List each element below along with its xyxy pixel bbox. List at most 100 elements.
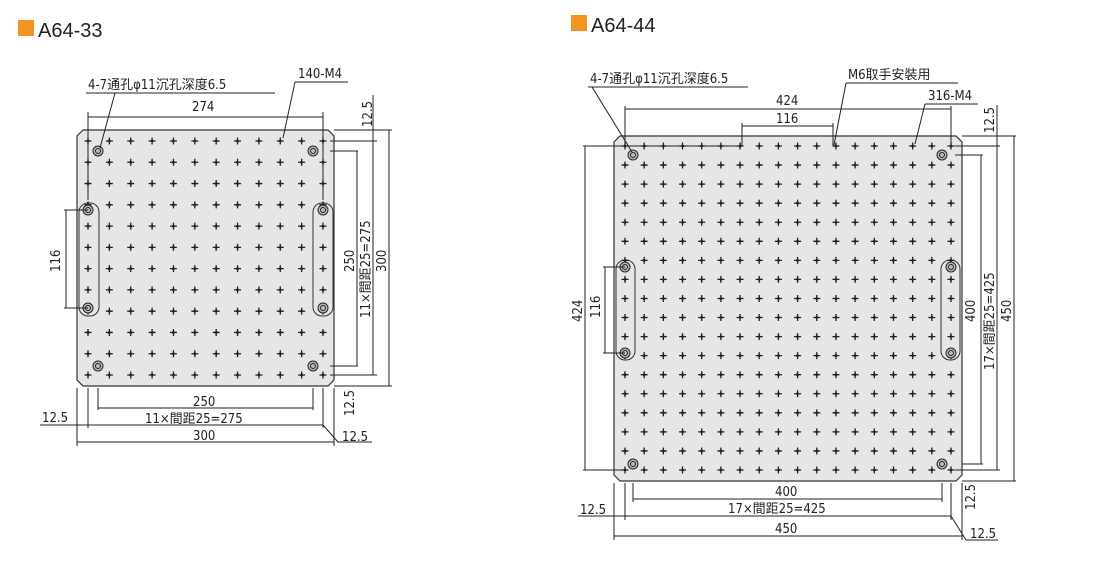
tap-hole-center: [150, 224, 154, 228]
counterbore-hole: [317, 302, 329, 314]
tap-hole-center: [872, 182, 876, 186]
tap-hole-center: [796, 297, 799, 300]
tap-hole-center: [681, 297, 684, 300]
tap-hole-center: [719, 411, 723, 415]
tap-hole-center: [757, 278, 761, 281]
tap-hole-center: [853, 373, 857, 377]
tap-hole-center: [872, 278, 876, 281]
tap-hole-center: [719, 220, 723, 224]
tap-hole-center: [642, 220, 646, 224]
tap-hole-center: [257, 245, 261, 249]
tap-hole-center: [853, 449, 857, 453]
tap-hole-center: [815, 468, 819, 472]
tap-hole-center: [129, 224, 133, 228]
tap-hole-center: [757, 297, 761, 300]
tap-hole-center: [853, 258, 857, 262]
tap-hole-center: [214, 182, 218, 185]
tap-hole-center: [853, 220, 857, 224]
tap-hole-center: [700, 449, 704, 453]
tap-hole-center: [661, 239, 665, 243]
tap-hole-center: [278, 203, 282, 207]
tap-hole-center: [150, 245, 154, 249]
tap-hole-center: [681, 373, 684, 377]
tap-hole-center: [911, 182, 915, 186]
tap-hole-center: [150, 182, 154, 185]
tap-hole-center: [757, 335, 761, 338]
tap-hole-center: [623, 335, 627, 338]
tap-hole-center: [872, 373, 876, 377]
tap-hole-center: [623, 201, 627, 205]
tap-hole-center: [300, 182, 304, 185]
tap-hole-center: [911, 316, 915, 319]
tap-hole-center: [642, 354, 646, 358]
tap-hole-center: [796, 411, 799, 415]
tap-hole-center: [700, 430, 704, 434]
tap-hole-center: [738, 335, 742, 338]
dim-line: [624, 106, 952, 146]
tap-hole-center: [872, 239, 876, 243]
tap-hole-center: [150, 267, 154, 271]
tap-hole-center: [949, 163, 953, 167]
tap-hole-center: [719, 354, 723, 358]
tap-hole-center: [738, 316, 742, 319]
tap-hole-center: [278, 352, 282, 356]
tap-hole-center: [642, 201, 646, 205]
dim-bottom-margin: 12.5: [343, 390, 358, 416]
tap-hole-center: [834, 220, 838, 224]
tap-hole-center: [757, 316, 761, 319]
tap-hole-center: [892, 468, 895, 472]
tap-hole-center: [892, 239, 895, 243]
tap-hole-center: [214, 331, 218, 334]
tap-hole-center: [777, 163, 780, 167]
counterbore-hole: [945, 347, 957, 359]
tap-hole-center: [796, 201, 799, 205]
tap-hole-center: [172, 224, 175, 228]
tap-hole-center: [642, 278, 646, 281]
tap-hole-center: [815, 354, 819, 358]
tap-hole-center: [892, 335, 895, 338]
tap-hole-center: [834, 316, 838, 319]
tap-hole-center: [777, 373, 780, 377]
tap-hole-center: [892, 430, 895, 434]
tap-hole-center: [853, 182, 857, 186]
tap-hole-center: [834, 239, 838, 243]
tap-hole-center: [738, 258, 742, 262]
tap-hole-center: [129, 160, 133, 164]
tap-hole-center: [930, 297, 934, 300]
counterbore-hole-inner: [320, 305, 326, 311]
dim-right-margin: 12.5: [342, 430, 368, 445]
tap-hole-center: [257, 309, 261, 313]
dim-handle: 116: [776, 112, 798, 127]
tap-hole-center: [949, 373, 953, 377]
tap-hole-center: [107, 182, 111, 185]
tap-hole-center: [278, 139, 282, 143]
tap-hole-center: [214, 139, 218, 143]
tap-hole-center: [700, 411, 704, 415]
diagram-a64-44: A64-44 4-7通孔φ11沉孔深度6.5 M6取手安裝用 316-M4 42…: [571, 15, 1016, 542]
tap-hole-center: [796, 220, 799, 224]
tap-hole-center: [257, 139, 261, 143]
tap-hole-center: [757, 430, 761, 434]
counterbore-hole-inner: [320, 207, 326, 213]
counterbore-hole: [936, 149, 948, 161]
tap-hole-center: [949, 220, 953, 224]
tap-hole-center: [796, 239, 799, 243]
tap-hole-center: [777, 278, 780, 281]
dim-line: [87, 112, 324, 200]
tap-hole-center: [815, 278, 819, 281]
counterbore-holes: [82, 145, 329, 372]
tap-hole-center: [107, 203, 111, 207]
tap-hole-center: [853, 468, 857, 472]
tap-hole-center: [193, 139, 197, 143]
tap-hole-center: [892, 411, 895, 415]
tap-hole-center: [834, 392, 838, 396]
tap-hole-center: [911, 392, 915, 396]
tap-hole-center: [930, 354, 934, 358]
tap-hole-center: [853, 239, 857, 243]
tap-hole-center: [949, 278, 953, 281]
tap-hole-center: [911, 430, 915, 434]
tap-hole-grid: [621, 142, 955, 474]
tap-hole-center: [214, 224, 218, 228]
counterbore-hole-inner: [948, 350, 954, 356]
tap-hole-center: [623, 449, 627, 453]
